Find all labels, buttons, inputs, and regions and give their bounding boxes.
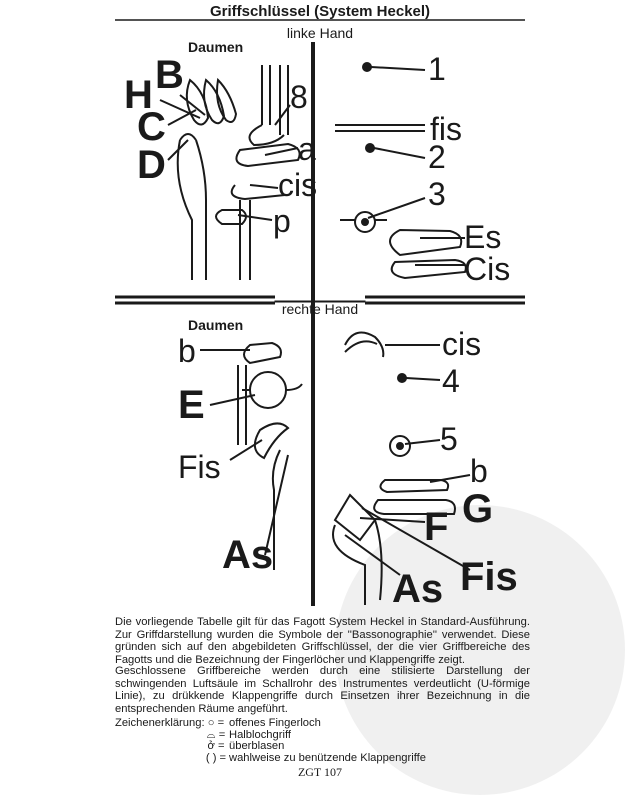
key-label: Fis xyxy=(460,555,518,599)
description-paragraph: Die vorliegende Tabelle gilt für das Fag… xyxy=(115,616,530,666)
key-label: As xyxy=(222,533,273,577)
key-label: 2 xyxy=(428,139,446,175)
key-label: Fis xyxy=(178,449,221,485)
overblow-icon: ở = xyxy=(207,740,225,752)
legend-text: überblasen xyxy=(229,740,285,752)
half-hole-icon: ⌓ = xyxy=(206,728,226,741)
legend-text: offenes Fingerloch xyxy=(229,717,321,729)
left-hand-heading: linke Hand xyxy=(287,25,353,41)
key-label: fis xyxy=(430,111,462,147)
watermark xyxy=(335,505,625,795)
key-label: 8 xyxy=(290,79,308,115)
open-hole-icon: ○ = xyxy=(207,717,225,729)
page-title: Griffschlüssel (System Heckel) xyxy=(210,3,430,20)
fingering-chart: Griffschlüssel (System Heckel) linke Han… xyxy=(115,3,525,611)
key-label: D xyxy=(137,143,166,187)
key-label: b xyxy=(470,453,488,489)
optional-key-icon: ( ) = xyxy=(205,751,227,764)
key-label: Es xyxy=(464,219,501,255)
key-label: a xyxy=(298,131,316,167)
key-label: B xyxy=(155,53,184,97)
description-paragraph: Geschlossene Griffbereiche werden durch … xyxy=(115,665,530,715)
key-label: 4 xyxy=(442,363,460,399)
key-label: cis xyxy=(442,326,481,362)
key-label: 1 xyxy=(428,51,446,87)
right-hand-heading: rechte Hand xyxy=(282,301,358,317)
key-label: 3 xyxy=(428,176,446,212)
key-label: E xyxy=(178,383,205,427)
key-label: Cis xyxy=(464,251,510,287)
legend-title: Zeichenerklärung: xyxy=(115,717,205,729)
symbol-legend: Zeichenerklärung: ○ = offenes Fingerloch… xyxy=(115,717,426,764)
page-code: ZGT 107 xyxy=(297,765,343,779)
key-label: As xyxy=(392,567,443,611)
key-label: b xyxy=(178,333,196,369)
key-label: cis xyxy=(278,167,317,203)
key-label: 5 xyxy=(440,421,458,457)
thumb-label: Daumen xyxy=(188,39,243,55)
legend-text: Halblochgriff xyxy=(229,728,291,741)
key-label: C xyxy=(137,105,166,149)
thumb-label: Daumen xyxy=(188,317,243,333)
key-label: F xyxy=(424,505,448,549)
key-label: H xyxy=(124,73,153,117)
key-label: p xyxy=(273,203,291,239)
key-label: G xyxy=(462,487,493,531)
legend-text: wahlweise zu benützende Klappengriffe xyxy=(229,751,426,764)
